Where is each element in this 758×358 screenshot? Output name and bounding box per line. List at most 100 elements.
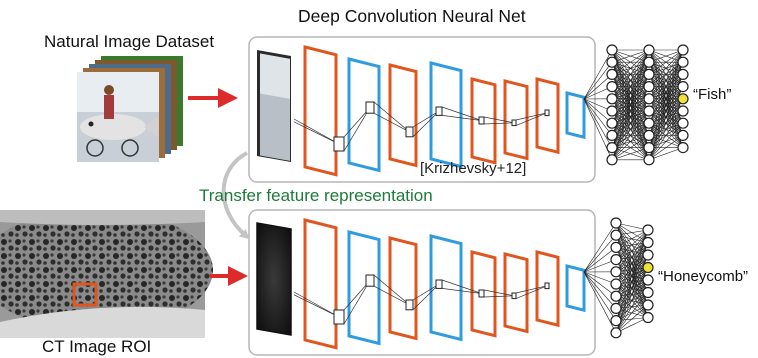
neuron — [610, 302, 622, 314]
fc-connection — [648, 147, 684, 161]
fc-connection — [611, 49, 650, 99]
neuron — [610, 278, 622, 290]
neuron — [610, 315, 622, 327]
projection-line — [441, 279, 482, 294]
neuron — [677, 117, 689, 129]
output-node — [642, 261, 654, 274]
projection-line — [412, 110, 440, 138]
gray-curved-arrow-icon — [221, 151, 250, 240]
projection-line — [515, 112, 548, 121]
kernel-box — [511, 292, 517, 300]
projection-line — [483, 116, 515, 124]
fc-connection — [611, 110, 650, 160]
neuron — [606, 68, 618, 81]
neuron — [643, 56, 655, 68]
fc-connection — [583, 74, 613, 100]
fc-connection — [648, 49, 684, 99]
projection-line — [441, 106, 482, 121]
projection-line — [483, 122, 515, 125]
neuron — [677, 142, 689, 154]
fc-connection — [648, 49, 684, 87]
projection-line — [373, 274, 410, 306]
output-node — [677, 93, 689, 105]
neuron — [606, 93, 618, 105]
fc-connection — [615, 229, 649, 248]
kernel-box — [333, 136, 345, 152]
neuron — [610, 241, 622, 253]
fc-connection — [583, 247, 617, 273]
fc-connection — [611, 49, 650, 75]
neuron — [606, 117, 618, 129]
fc-connection — [611, 49, 650, 112]
neuron — [642, 224, 654, 236]
fc-connection — [583, 235, 617, 273]
fc-connection — [583, 49, 613, 100]
red-arrow-icon — [188, 88, 238, 108]
conv-layer — [388, 63, 418, 168]
conv-layer — [388, 236, 418, 341]
fc-connection — [583, 271, 617, 309]
conv-layer — [303, 45, 338, 177]
fc-connection — [611, 86, 650, 160]
fc-connection — [648, 49, 684, 63]
neuron — [606, 44, 618, 56]
neuron — [610, 229, 622, 241]
projection-line — [515, 285, 548, 294]
neuron — [606, 105, 618, 117]
fc-connection — [615, 229, 649, 260]
kernel-box — [544, 109, 550, 117]
neuron — [677, 68, 689, 81]
natural-image-stack — [77, 56, 183, 162]
projection-line — [373, 112, 410, 133]
input-image — [257, 50, 291, 162]
fc-connection — [648, 122, 684, 161]
fc-connection — [648, 135, 684, 161]
top-network — [257, 44, 689, 177]
fc-connection — [611, 49, 650, 160]
neuron — [643, 154, 655, 166]
output-label-fish: “Fish” — [693, 86, 732, 103]
projection-line — [293, 291, 340, 318]
neuron — [643, 93, 655, 105]
neuron — [606, 56, 618, 68]
neuron — [643, 68, 655, 81]
projection-line — [441, 115, 482, 121]
neuron — [677, 105, 689, 117]
fc-connection — [648, 49, 684, 75]
fc-connection — [583, 259, 617, 273]
projection-line — [412, 283, 440, 311]
fc-connection — [648, 98, 684, 160]
kernel-box — [405, 299, 414, 311]
fc-connection — [648, 86, 684, 160]
ct-image-label: CT Image ROI — [42, 337, 152, 356]
projection-line — [373, 101, 410, 133]
fc-connection — [583, 62, 613, 100]
reference-label: [Krizhevsky+12] — [420, 160, 527, 177]
neuron — [643, 44, 655, 56]
fc-connection — [615, 242, 649, 333]
neuron — [643, 129, 655, 141]
fc-connection — [648, 49, 684, 112]
neuron — [643, 142, 655, 154]
fc-connection — [648, 49, 684, 136]
fc-connection — [615, 229, 649, 272]
projection-line — [441, 288, 482, 294]
transfer-label: Transfer feature representation — [199, 186, 433, 205]
fc-connection — [615, 304, 649, 334]
red-arrow-icon — [210, 266, 248, 286]
fc-connection — [615, 229, 649, 333]
kernel-box — [435, 106, 443, 116]
projection-line — [515, 112, 548, 126]
fc-connection — [583, 271, 617, 321]
projection-line — [343, 280, 371, 325]
neuron — [606, 142, 618, 154]
projection-line — [293, 121, 340, 145]
fc-connection — [611, 74, 650, 160]
projection-line — [293, 118, 340, 145]
kernel-box — [435, 279, 443, 289]
fc-connection — [615, 229, 649, 321]
neuron — [610, 254, 622, 266]
kernel-box — [544, 282, 550, 290]
